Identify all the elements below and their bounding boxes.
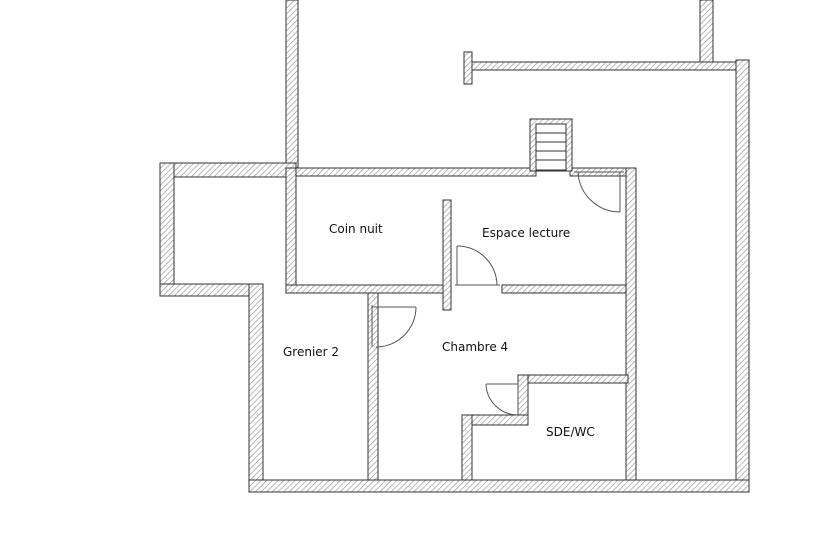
wall-grenier-left bbox=[248, 283, 264, 493]
wall-annex-left bbox=[159, 162, 175, 297]
room-label-grenier-2: Grenier 2 bbox=[283, 345, 339, 359]
room-label-sde-wc: SDE/WC bbox=[546, 425, 595, 439]
wall-upper-right-vertical bbox=[699, 0, 714, 63]
wall-grenier-chambre bbox=[367, 292, 379, 481]
wall-block-bottom-left bbox=[285, 284, 445, 294]
staircase bbox=[529, 118, 573, 172]
wall-upper-stub bbox=[463, 51, 473, 85]
room-label-chambre-4: Chambre 4 bbox=[442, 340, 508, 354]
wall-upper-left-vertical bbox=[285, 0, 299, 169]
room-label-coin-nuit: Coin nuit bbox=[329, 222, 383, 236]
staircase-inner bbox=[535, 123, 567, 171]
wall-right-outer bbox=[735, 59, 750, 493]
wall-upper-horizontal bbox=[469, 61, 750, 71]
wall-block-top bbox=[285, 167, 537, 177]
door-sde bbox=[485, 382, 519, 416]
walls bbox=[159, 0, 750, 493]
wall-block-bottom-right bbox=[501, 284, 637, 294]
wall-bottom bbox=[248, 479, 750, 493]
wall-block-left bbox=[285, 167, 297, 294]
door-espace-lecture bbox=[455, 245, 500, 286]
doors bbox=[371, 171, 624, 416]
wall-sde-left-upper bbox=[517, 374, 529, 421]
wall-sde-top bbox=[517, 374, 629, 384]
wall-block-divider bbox=[442, 199, 452, 311]
door-stair-entry bbox=[574, 171, 624, 213]
wall-annex-bottom bbox=[159, 283, 264, 297]
room-label-espace-lecture: Espace lecture bbox=[482, 226, 570, 240]
wall-sde-left-lower bbox=[461, 414, 473, 481]
door-grenier bbox=[371, 305, 417, 348]
wall-inner-right bbox=[625, 167, 637, 481]
wall-annex-top bbox=[159, 162, 297, 178]
